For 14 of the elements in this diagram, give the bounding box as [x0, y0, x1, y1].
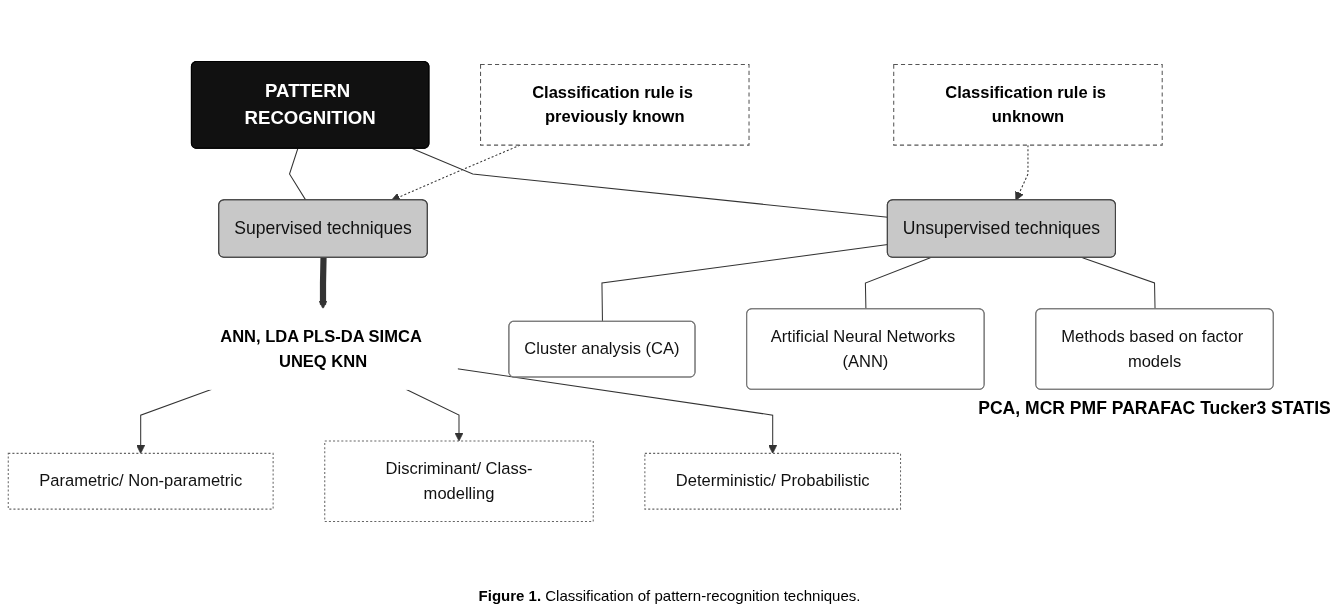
node-box: Classification rule is unknown	[893, 64, 1163, 146]
node-box: Discriminant/ Class-modelling	[324, 440, 594, 523]
arrow	[405, 388, 464, 442]
node-box: Deterministic/ Probabilistic	[644, 452, 902, 510]
arrow	[1015, 144, 1029, 201]
node-box: Classification rule is previously known	[480, 64, 750, 146]
node-box: Parametric/ Non-parametric	[7, 452, 274, 510]
method-list: PCA, MCR PMF PARAFAC Tucker3 STATIS	[978, 398, 1331, 419]
figure-caption: Figure 1. Classification of pattern-recognition techniques.	[478, 586, 861, 606]
node-text: ANN, LDA PLS-DA SIMCA UNEQ KNN	[220, 327, 422, 370]
connector	[864, 257, 931, 310]
arrow	[318, 257, 328, 310]
connector	[1081, 257, 1156, 310]
connector	[288, 148, 307, 201]
